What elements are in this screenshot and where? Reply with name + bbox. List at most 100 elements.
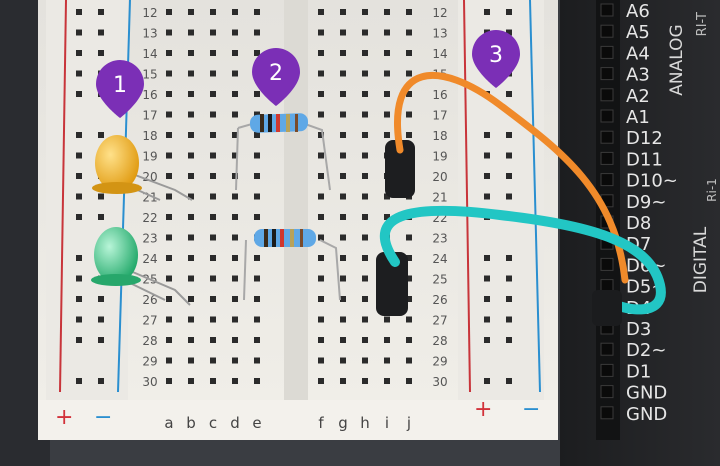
hole xyxy=(506,9,512,15)
hole xyxy=(362,132,368,138)
hole xyxy=(166,378,172,384)
row-number: 28 xyxy=(142,334,157,348)
hole xyxy=(484,132,490,138)
hole xyxy=(188,275,194,282)
hole xyxy=(210,378,216,384)
pin-label: A6 xyxy=(626,1,650,22)
hole xyxy=(506,296,512,302)
left-rail-minus-label: − xyxy=(94,405,112,430)
hole xyxy=(76,152,82,159)
board-edge-text: RI-T xyxy=(695,12,710,36)
row-number: 26 xyxy=(432,293,447,307)
hole xyxy=(362,152,368,159)
hole xyxy=(384,70,390,77)
resistor-bottom xyxy=(243,229,341,301)
hole xyxy=(384,91,390,97)
teal-jumper-wire xyxy=(379,205,666,315)
row-number: 23 xyxy=(432,232,447,246)
column-letter: a xyxy=(164,414,173,432)
hole xyxy=(384,111,390,118)
hole xyxy=(318,275,324,282)
hole xyxy=(188,152,194,159)
hole xyxy=(76,337,82,343)
column-letter: g xyxy=(338,414,348,432)
hole xyxy=(232,214,238,220)
row-number: 18 xyxy=(142,129,157,143)
resistor-top xyxy=(235,113,331,191)
hole xyxy=(484,296,490,302)
hole xyxy=(188,132,194,138)
row-number: 17 xyxy=(432,109,447,123)
hole xyxy=(362,193,368,200)
hole xyxy=(384,316,390,323)
hole xyxy=(384,9,390,15)
hole xyxy=(188,378,194,384)
hole xyxy=(188,50,194,56)
orange-jumper-wire xyxy=(394,71,629,284)
hole xyxy=(406,29,412,36)
row-number: 26 xyxy=(142,293,157,307)
hole xyxy=(506,316,512,323)
hole xyxy=(210,234,216,241)
right-rail-blue-line xyxy=(529,0,541,393)
marker-1-label: 1 xyxy=(113,73,127,98)
header-pin xyxy=(600,67,614,81)
hole xyxy=(484,275,490,282)
hole xyxy=(362,275,368,282)
hole xyxy=(362,173,368,179)
header-pin xyxy=(600,342,614,356)
hole xyxy=(318,173,324,179)
hole xyxy=(384,50,390,56)
hole xyxy=(318,316,324,323)
hole xyxy=(362,91,368,97)
hole xyxy=(210,296,216,302)
hole xyxy=(506,193,512,200)
hole xyxy=(318,29,324,36)
hole xyxy=(318,111,324,118)
hole xyxy=(188,214,194,220)
row-number: 17 xyxy=(142,109,157,123)
hole xyxy=(506,275,512,282)
hole xyxy=(340,132,346,138)
hole xyxy=(254,29,260,36)
hole xyxy=(254,296,260,302)
hole xyxy=(340,296,346,302)
left-rail-red-line xyxy=(59,0,67,393)
hole xyxy=(340,193,346,200)
hole xyxy=(406,91,412,97)
row-number: 20 xyxy=(142,170,157,184)
row-number: 12 xyxy=(142,6,157,20)
pin-label: A1 xyxy=(626,107,650,128)
hole xyxy=(318,234,324,241)
header-pin xyxy=(600,151,614,165)
pin-label: D11 xyxy=(626,149,663,170)
row-number: 16 xyxy=(142,88,157,102)
row-number: 27 xyxy=(142,314,157,328)
marker-1: 1 xyxy=(96,60,144,118)
header-pin xyxy=(600,3,614,17)
hole xyxy=(188,357,194,364)
hole xyxy=(232,173,238,179)
row-number: 14 xyxy=(142,47,157,61)
hole xyxy=(188,234,194,241)
hole xyxy=(76,29,82,36)
hole xyxy=(340,50,346,56)
hole xyxy=(318,50,324,56)
yellow-led xyxy=(92,135,193,201)
hole xyxy=(340,214,346,220)
row-number: 13 xyxy=(142,27,157,41)
header-pin xyxy=(600,24,614,38)
hole xyxy=(340,9,346,15)
row-number: 16 xyxy=(432,88,447,102)
hole xyxy=(340,91,346,97)
marker-2-label: 2 xyxy=(269,61,283,86)
hole xyxy=(406,50,412,56)
hole xyxy=(166,193,172,200)
hole xyxy=(232,50,238,56)
column-letter: d xyxy=(230,414,240,432)
hole xyxy=(166,296,172,302)
analog-section-label: ANALOG xyxy=(667,24,687,95)
hole xyxy=(362,70,368,77)
hole xyxy=(340,337,346,343)
